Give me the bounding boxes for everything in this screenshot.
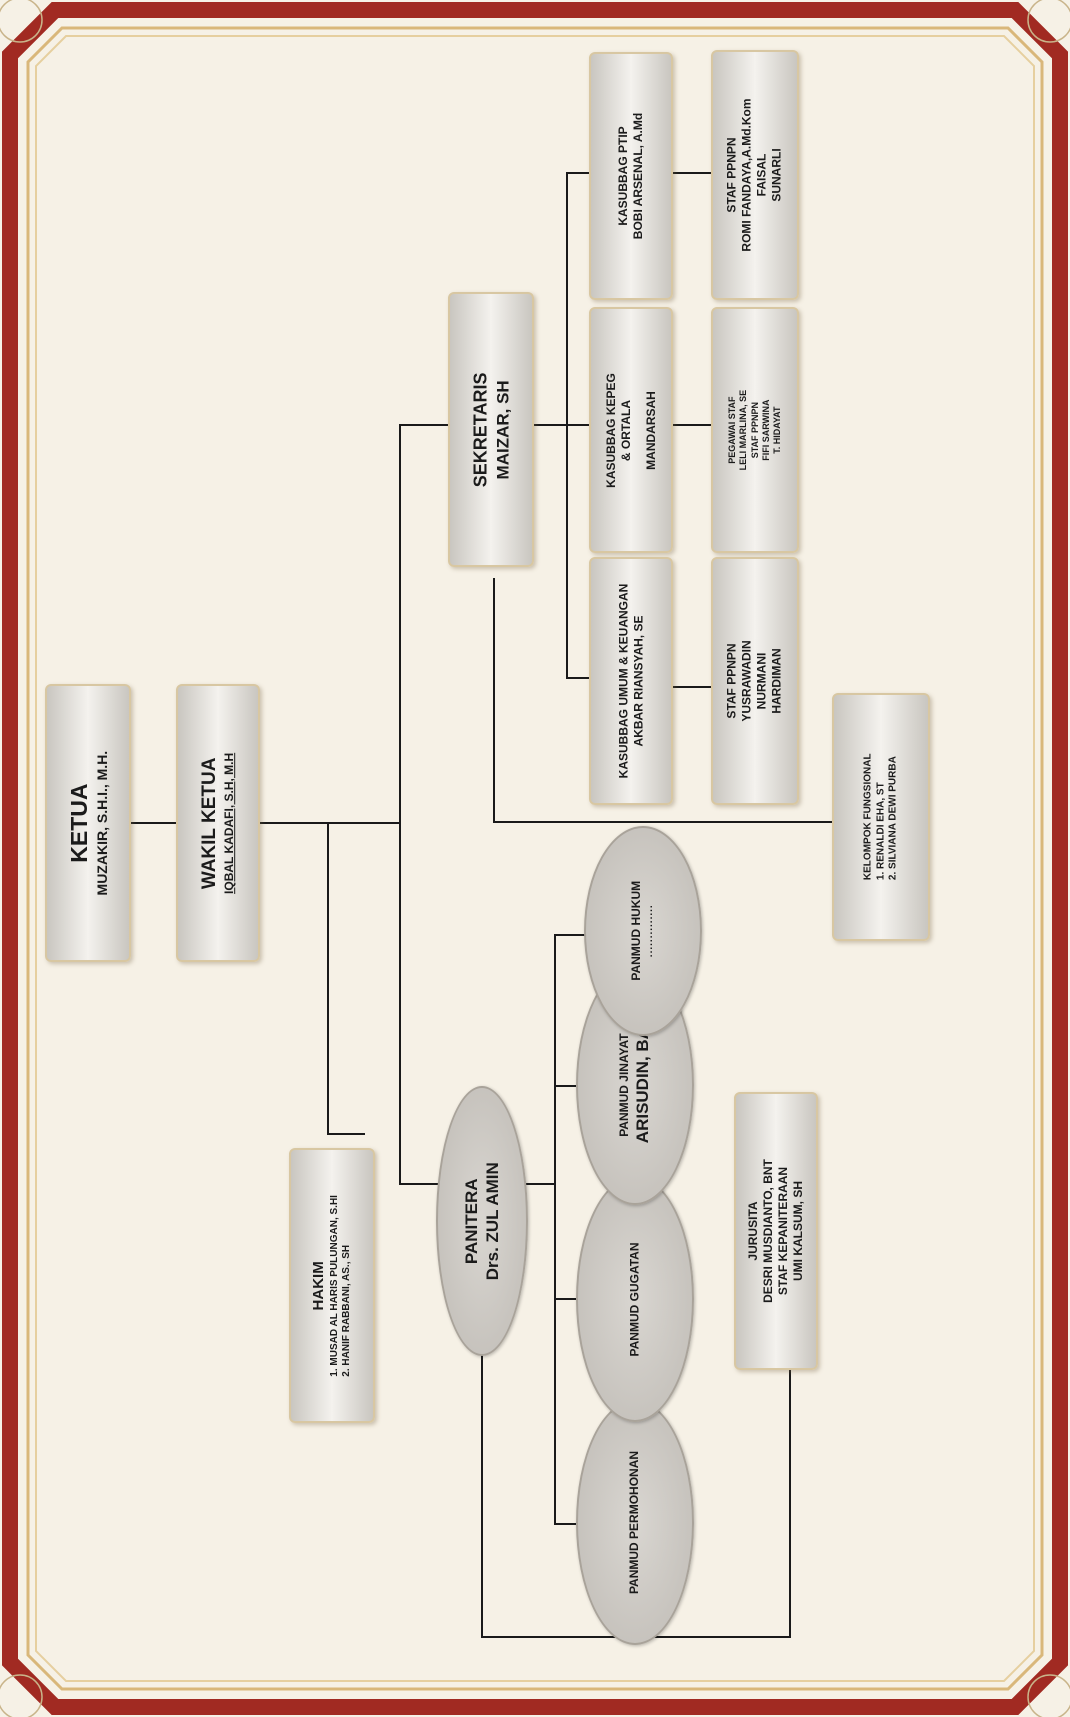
ketua-box: KETUA MUZAKIR, S.H.I., M.H. bbox=[45, 684, 131, 962]
kasubbag-kepeg-box: KASUBBAG KEPEG & ORTALA MANDARSAH bbox=[589, 307, 673, 553]
staf-umum-line-3: HARDIMAN bbox=[770, 648, 784, 714]
hakim-member-2: 2. HANIF RABBANI, AS., SH bbox=[341, 1244, 353, 1377]
panmud-jinayat-title: PANMUD JINAYAT bbox=[616, 1033, 631, 1137]
ketua-name: MUZAKIR, S.H.I., M.H. bbox=[93, 750, 110, 896]
connector-panmud-gugatan bbox=[554, 1298, 576, 1300]
connector-panmud-hukum bbox=[554, 934, 586, 936]
hakim-member-1: 1. MUSAD AL HARIS PULUNGAN, S.HI bbox=[328, 1194, 340, 1377]
connector-ptip bbox=[566, 172, 590, 174]
staf-ptip-line-1: ROMI FANDAYA,A.Md.Kom bbox=[740, 98, 754, 252]
connector-panmud-jinayat bbox=[554, 1085, 576, 1087]
staf-umum-box: STAF PPNPN YUSRAWADIN NURMANI HARDIMAN bbox=[711, 557, 799, 805]
connector-panmud-bus bbox=[554, 934, 556, 1524]
staf-kepeg-line-2: LELI MARLINA, SE bbox=[738, 389, 749, 471]
panitera-name: Drs. ZUL AMIN bbox=[483, 1161, 502, 1281]
ketua-title: KETUA bbox=[65, 783, 92, 863]
fungsional-title: KELOMPOK FUNGSIONAL bbox=[862, 753, 874, 881]
panitera-ellipse: PANITERA Drs. ZUL AMIN bbox=[436, 1086, 528, 1356]
connector-hakim-vertical bbox=[327, 822, 329, 1134]
staf-kepaniteraan-name: UMI KALSUM, SH bbox=[791, 1181, 806, 1282]
kasubbag-umum-name: AKBAR RIANSYAH, SE bbox=[631, 615, 646, 747]
staf-kepeg-box: PEGAWAI STAF LELI MARLINA, SE STAF PPNPN… bbox=[711, 307, 799, 553]
corner-ornament-icon bbox=[0, 0, 43, 43]
kasubbag-ptip-box: KASUBBAG PTIP BOBI ARSENAL, A.Md bbox=[589, 52, 673, 300]
connector-wakil-trunk bbox=[258, 822, 400, 824]
fungsional-member-2: 2. SILVIANA DEWI PURBA bbox=[887, 756, 899, 881]
panmud-hukum-name-placeholder: .............. bbox=[644, 904, 656, 958]
wakil-ketua-name: IQBAL KADAFI, S.H, M.H bbox=[222, 752, 237, 894]
staf-umum-line-2: NURMANI bbox=[755, 652, 769, 710]
connector-kepeg-staf bbox=[670, 424, 712, 426]
staf-kepeg-line-1: PEGAWAI STAF bbox=[726, 396, 737, 464]
panmud-gugatan-title: PANMUD GUGATAN bbox=[627, 1242, 642, 1356]
connector-trunk-vertical bbox=[399, 424, 401, 1184]
staf-umum-title: STAF PPNPN bbox=[725, 643, 739, 719]
connector-sekretaris-kasubbag bbox=[532, 424, 566, 426]
staf-kepeg-line-4: FIFI SARWINA bbox=[760, 399, 771, 461]
wakil-ketua-box: WAKIL KETUA IQBAL KADAFI, S.H, M.H bbox=[176, 684, 260, 962]
corner-ornament-icon bbox=[1027, 1674, 1070, 1717]
sekretaris-box: SEKRETARIS MAIZAR, SH bbox=[448, 292, 534, 567]
staf-ptip-line-3: SUNARLI bbox=[770, 148, 784, 202]
panmud-permohonan-ellipse: PANMUD PERMOHONAN bbox=[576, 1400, 694, 1645]
kasubbag-kepeg-name: MANDARSAH bbox=[643, 390, 658, 470]
staf-umum-line-1: YUSRAWADIN bbox=[740, 640, 754, 722]
connector-ptip-staf bbox=[670, 172, 712, 174]
kasubbag-ptip-name: BOBI ARSENAL, A.Md bbox=[631, 112, 646, 240]
staf-kepeg-line-3: STAF PPNPN bbox=[749, 401, 760, 459]
panmud-hukum-title: PANMUD HUKUM bbox=[629, 881, 644, 981]
jurusita-title: JURUSITA bbox=[746, 1201, 761, 1261]
connector-sekretaris bbox=[399, 424, 451, 426]
connector-panmud-permohonan bbox=[554, 1523, 576, 1525]
kasubbag-umum-box: KASUBBAG UMUM & KEUANGAN AKBAR RIANSYAH,… bbox=[589, 557, 673, 805]
connector-umum-staf bbox=[670, 686, 712, 688]
kasubbag-umum-title: KASUBBAG UMUM & KEUANGAN bbox=[616, 583, 631, 779]
staf-ptip-line-2: FAISAL bbox=[755, 153, 769, 197]
connector-fungsional bbox=[493, 821, 835, 823]
connector-kepeg bbox=[566, 424, 590, 426]
wakil-ketua-title: WAKIL KETUA bbox=[199, 757, 221, 889]
connector-fungsional-vertical bbox=[493, 578, 495, 822]
connector-hakim bbox=[327, 1133, 365, 1135]
connector-panitera bbox=[399, 1183, 439, 1185]
panmud-hukum-ellipse: PANMUD HUKUM .............. bbox=[584, 826, 702, 1036]
kasubbag-ptip-title: KASUBBAG PTIP bbox=[616, 126, 631, 226]
kasubbag-kepeg-line2: & ORTALA bbox=[618, 399, 633, 461]
kelompok-fungsional-box: KELOMPOK FUNGSIONAL 1. RENALDI EHA, ST 2… bbox=[832, 693, 930, 941]
panmud-permohonan-title: PANMUD PERMOHONAN bbox=[627, 1450, 642, 1595]
jurusita-box: JURUSITA DESRI MUSDIANTO, BNT STAF KEPAN… bbox=[734, 1092, 818, 1370]
staf-ptip-title: STAF PPNPN bbox=[725, 137, 739, 213]
corner-ornament-icon bbox=[0, 1674, 43, 1717]
corner-ornament-icon bbox=[1027, 0, 1070, 43]
connector-panitera-panmud bbox=[525, 1183, 555, 1185]
panmud-jinayat-name: ARISUDIN, BA bbox=[632, 1026, 652, 1144]
connector-umum bbox=[566, 677, 590, 679]
jurusita-name: DESRI MUSDIANTO, BNT bbox=[761, 1159, 776, 1303]
connector-jurusita bbox=[789, 1366, 791, 1637]
connector-panitera-bottom bbox=[481, 1352, 483, 1637]
sekretaris-name: MAIZAR, SH bbox=[492, 379, 512, 480]
hakim-box: HAKIM 1. MUSAD AL HARIS PULUNGAN, S.HI 2… bbox=[289, 1148, 375, 1423]
sekretaris-title: SEKRETARIS bbox=[470, 372, 491, 487]
inner-gold-border-1 bbox=[26, 26, 1044, 1691]
staf-kepaniteraan-title: STAF KEPANITERAAN bbox=[776, 1166, 791, 1296]
kasubbag-kepeg-line1: KASUBBAG KEPEG bbox=[603, 372, 618, 488]
fungsional-member-1: 1. RENALDI EHA, ST bbox=[874, 782, 886, 881]
inner-gold-border-2 bbox=[35, 35, 1035, 1682]
panmud-gugatan-ellipse: PANMUD GUGATAN bbox=[576, 1176, 694, 1422]
staf-kepeg-line-5: T. HIDAYAT bbox=[771, 406, 782, 454]
panitera-title: PANITERA bbox=[461, 1178, 481, 1264]
staf-ptip-box: STAF PPNPN ROMI FANDAYA,A.Md.Kom FAISAL … bbox=[711, 50, 799, 300]
hakim-title: HAKIM bbox=[310, 1260, 328, 1311]
connector-ketua-wakil bbox=[128, 822, 176, 824]
